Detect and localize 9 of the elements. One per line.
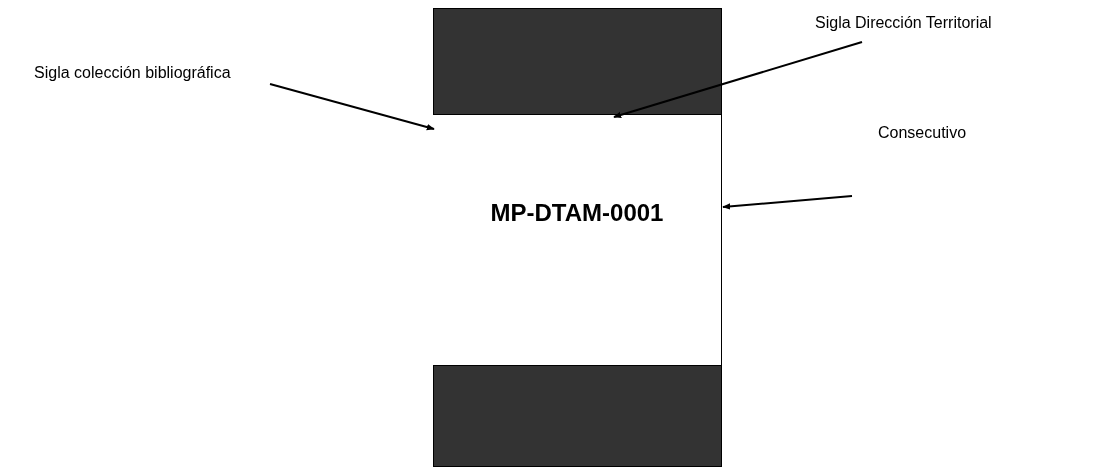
callout-text: Sigla Dirección Territorial — [815, 13, 992, 33]
spine-band — [433, 365, 722, 467]
leader-arrow — [722, 195, 853, 210]
callout-text: Consecutivo — [878, 123, 967, 143]
callout-text: Sigla colección bibliográfica — [34, 63, 231, 83]
code-text: MP-DTAM-0001 — [490, 198, 664, 228]
spine-band — [433, 8, 722, 115]
leader-arrow — [269, 83, 435, 131]
leader-arrow — [613, 41, 863, 118]
